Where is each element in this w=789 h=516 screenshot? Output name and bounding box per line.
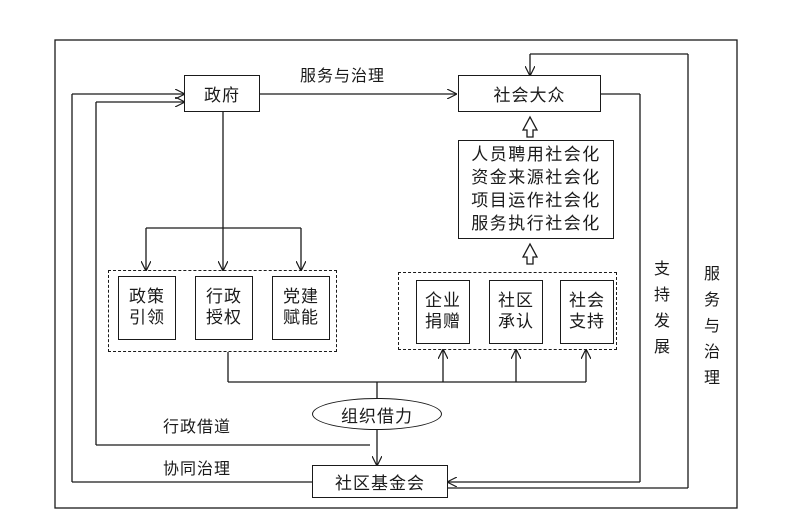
socialization-line-1: 人员聘用社会化: [471, 144, 601, 165]
admin-authorization-node: 行政 授权: [195, 276, 253, 340]
organizational-leverage-label: 组织借力: [341, 406, 413, 427]
social-support-line-2: 支持: [569, 312, 605, 332]
label-service-governance-right: 服务与治理: [701, 265, 720, 395]
community-recognition-line-1: 社区: [498, 291, 534, 311]
outer-frame: [54, 39, 738, 509]
admin-authorization-line-1: 行政: [206, 287, 242, 307]
admin-authorization-line-2: 授权: [206, 308, 242, 328]
community-recognition-line-2: 承认: [498, 312, 534, 332]
hollow-arrow-to-socialization: [521, 242, 539, 265]
community-foundation-node: 社区基金会: [312, 465, 448, 498]
party-empowerment-line-1: 党建: [283, 287, 319, 307]
public-label: 社会大众: [493, 86, 566, 106]
government-measures-group: [108, 270, 337, 352]
policy-guidance-line-1: 政策: [129, 287, 165, 307]
party-empowerment-node: 党建 赋能: [272, 276, 330, 340]
organizational-leverage-node: 组织借力: [312, 398, 442, 430]
label-support-development: 支持发展: [651, 260, 670, 364]
policy-guidance-node: 政策 引领: [118, 276, 176, 340]
government-node: 政府: [184, 75, 260, 112]
party-empowerment-line-2: 赋能: [283, 308, 319, 328]
public-node: 社会大众: [458, 75, 601, 112]
community-recognition-node: 社区 承认: [489, 280, 543, 344]
label-admin-channel: 行政借道: [163, 417, 232, 436]
policy-guidance-line-2: 引领: [129, 308, 165, 328]
enterprise-donation-line-2: 捐赠: [425, 312, 461, 332]
social-resources-group: [398, 272, 617, 350]
social-support-line-1: 社会: [569, 291, 605, 311]
label-collaborative-governance: 协同治理: [163, 459, 232, 478]
socialization-line-2: 资金来源社会化: [471, 167, 601, 188]
label-service-governance-top: 服务与治理: [300, 66, 386, 85]
socialization-line-4: 服务执行社会化: [471, 213, 601, 234]
government-label: 政府: [204, 86, 240, 106]
community-foundation-label: 社区基金会: [335, 474, 425, 494]
enterprise-donation-line-1: 企业: [425, 291, 461, 311]
socialization-line-3: 项目运作社会化: [471, 190, 601, 211]
enterprise-donation-node: 企业 捐赠: [416, 280, 470, 344]
socialization-node: 人员聘用社会化 资金来源社会化 项目运作社会化 服务执行社会化: [458, 140, 614, 239]
hollow-arrow-to-public: [521, 115, 539, 138]
social-support-node: 社会 支持: [560, 280, 614, 344]
